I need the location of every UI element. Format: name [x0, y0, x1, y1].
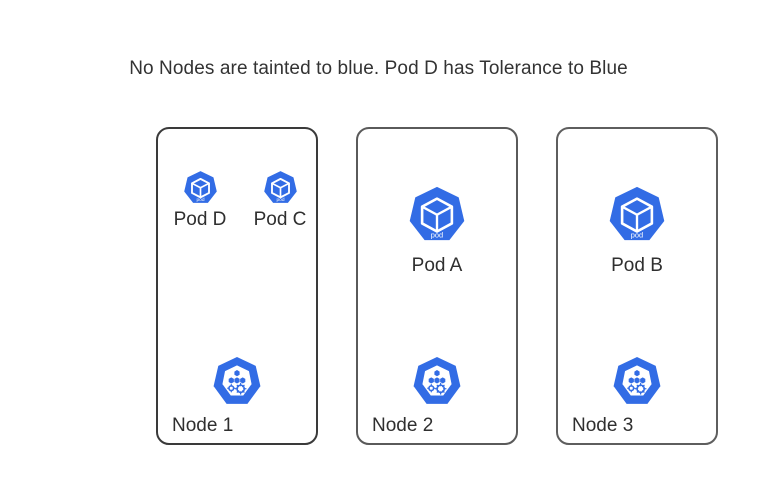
pod-group-pod-b[interactable]: pod Pod B — [562, 185, 712, 277]
pod-group-pod-a[interactable]: pod Pod A — [362, 185, 512, 277]
pod-label: Pod B — [611, 255, 663, 276]
kubernetes-node-icon — [611, 356, 663, 408]
node-label: Node 1 — [172, 415, 234, 436]
pod-group-pod-c[interactable]: pod Pod C — [240, 170, 320, 231]
svg-text:pod: pod — [631, 231, 643, 240]
svg-text:pod: pod — [276, 197, 284, 203]
svg-text:pod: pod — [196, 197, 204, 203]
node-container-node-1[interactable]: pod Pod D pod — [156, 127, 318, 445]
node-label: Node 3 — [572, 415, 634, 436]
node-container-node-2[interactable]: pod Pod A — [356, 127, 518, 445]
pod-label: Pod C — [253, 209, 307, 230]
kubernetes-pod-icon: pod — [606, 185, 668, 247]
svg-text:pod: pod — [431, 231, 443, 240]
kubernetes-node-icon — [211, 356, 263, 408]
node-container-node-3[interactable]: pod Pod B — [556, 127, 718, 445]
pod-label: Pod A — [411, 255, 463, 276]
pod-group-pod-d[interactable]: pod Pod D — [160, 170, 240, 231]
kubernetes-node-icon — [411, 356, 463, 408]
kubernetes-pod-icon: pod — [262, 170, 299, 207]
node-label: Node 2 — [372, 415, 434, 436]
diagram-title: No Nodes are tainted to blue. Pod D has … — [129, 58, 628, 79]
pod-label: Pod D — [173, 209, 227, 230]
kubernetes-pod-icon: pod — [406, 185, 468, 247]
kubernetes-pod-icon: pod — [182, 170, 219, 207]
